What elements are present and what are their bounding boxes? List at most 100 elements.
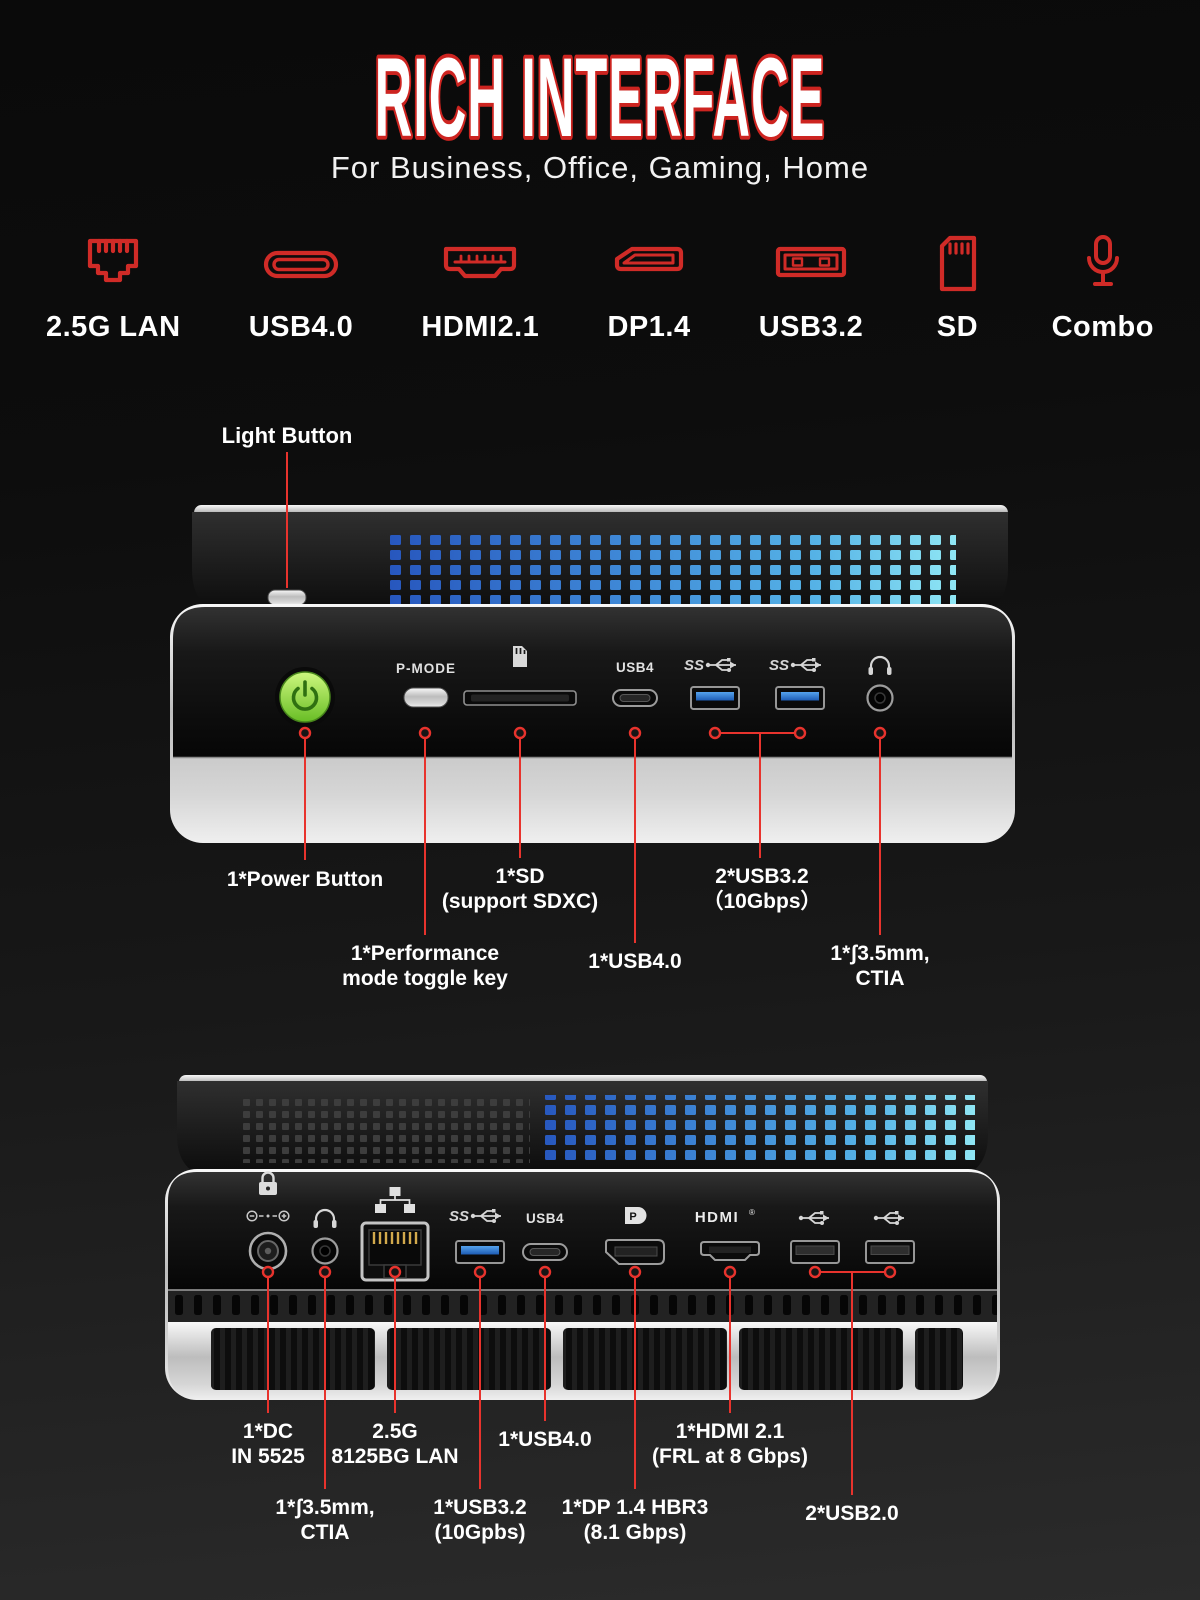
displayport-logo-icon: P bbox=[625, 1207, 647, 1224]
callout-line: (8.1 Gbps) bbox=[583, 1521, 687, 1544]
callout-performance-mode: 1*Performance mode toggle key bbox=[342, 941, 508, 991]
interface-usb4: USB4.0 bbox=[249, 232, 354, 344]
rear-vent-openings bbox=[211, 1328, 963, 1390]
callout-line: 1*DP 1.4 HBR3 bbox=[561, 1496, 709, 1519]
callout-line: （10Gbps） bbox=[702, 890, 822, 913]
displayport-port bbox=[605, 1239, 665, 1265]
usb-a-2-port bbox=[790, 1240, 840, 1264]
rear-vent-holes bbox=[240, 1097, 530, 1163]
power-button bbox=[275, 667, 335, 727]
ethernet-port bbox=[360, 1221, 430, 1282]
usb4-label: USB4 bbox=[526, 1211, 564, 1226]
superspeed-label: SS bbox=[769, 657, 789, 674]
interface-icon-row: 2.5G LAN USB4.0 HDMI2.1 bbox=[46, 232, 1154, 344]
superspeed-label: SS bbox=[449, 1208, 469, 1225]
callout-line: 2*USB2.0 bbox=[805, 1502, 899, 1525]
dp-logo-letter: P bbox=[629, 1211, 636, 1223]
title-banner: RICH INTERFACE bbox=[372, 38, 827, 156]
light-button-callout: Light Button bbox=[222, 423, 353, 448]
callout-rear-audio: 1*ʃ3.5mm, CTIA bbox=[275, 1495, 374, 1545]
sd-card-glyph-icon bbox=[513, 646, 527, 667]
usb-c-port-icon bbox=[263, 250, 339, 279]
callout-line: 1*USB4.0 bbox=[498, 1428, 592, 1451]
usb-c-port bbox=[612, 689, 658, 707]
dc-in-port bbox=[248, 1231, 288, 1271]
interface-label: DP1.4 bbox=[607, 311, 691, 343]
hdmi-logo: HDMI bbox=[695, 1209, 739, 1226]
callout-line: Light Button bbox=[221, 423, 353, 448]
callout-front-audio: 1*ʃ3.5mm, CTIA bbox=[830, 941, 929, 991]
microphone-icon bbox=[1086, 235, 1119, 286]
callout-line: mode toggle key bbox=[342, 967, 508, 990]
lan-port-icon bbox=[88, 238, 139, 283]
callout-line: 1*ʃ3.5mm, bbox=[830, 942, 930, 965]
audio-jack-port bbox=[866, 684, 894, 712]
callout-hdmi: 1*HDMI 2.1 (FRL at 8 Gbps) bbox=[652, 1419, 808, 1469]
callout-line: 1*Power Button bbox=[226, 868, 384, 891]
callout-line: 1*USB4.0 bbox=[588, 950, 682, 973]
kensington-lock-icon bbox=[259, 1171, 277, 1195]
usb-a-2-port bbox=[865, 1240, 915, 1264]
interface-usb32: USB3.2 bbox=[759, 232, 864, 344]
callout-line: 1*DC bbox=[242, 1420, 294, 1443]
usb-a-3-port bbox=[775, 686, 825, 710]
hdmi-port-icon bbox=[444, 246, 517, 279]
audio-jack-port bbox=[311, 1237, 339, 1265]
p-mode-label: P-MODE bbox=[396, 661, 456, 676]
callout-lan: 2.5G 8125BG LAN bbox=[331, 1419, 458, 1469]
front-panel bbox=[173, 607, 1012, 757]
callout-line: CTIA bbox=[855, 967, 905, 990]
superspeed-label: SS bbox=[684, 657, 704, 674]
interface-dp: DP1.4 bbox=[607, 232, 690, 344]
callout-rear-usb4: 1*USB4.0 bbox=[498, 1427, 591, 1452]
callout-line: 1*HDMI 2.1 bbox=[675, 1420, 785, 1443]
callout-line: (10Gpbs) bbox=[434, 1521, 526, 1544]
usb-a-3-port bbox=[690, 686, 740, 710]
interface-label: 2.5G LAN bbox=[46, 311, 181, 343]
usb-a-3-port bbox=[455, 1240, 505, 1264]
p-mode-button bbox=[403, 687, 449, 708]
hdmi-port bbox=[700, 1241, 760, 1261]
callout-dc-in: 1*DC IN 5525 bbox=[231, 1419, 305, 1469]
network-icon bbox=[375, 1187, 415, 1213]
displayport-icon bbox=[614, 246, 684, 272]
dc-polarity-icon bbox=[246, 1210, 290, 1222]
callout-front-usb4: 1*USB4.0 bbox=[588, 949, 681, 974]
interface-label: USB4.0 bbox=[248, 311, 354, 343]
rear-led-vent-grid bbox=[540, 1095, 975, 1165]
usb-c-port bbox=[522, 1243, 568, 1261]
front-led-vent-grid bbox=[390, 530, 956, 604]
callout-line: 1*SD bbox=[495, 865, 545, 888]
interface-label: USB3.2 bbox=[758, 311, 864, 343]
rear-panel bbox=[168, 1172, 997, 1290]
callout-line: 1*ʃ3.5mm, bbox=[275, 1496, 375, 1519]
front-device-render: P-MODE USB4 SS SS bbox=[170, 505, 1015, 843]
interface-label: Combo bbox=[1051, 311, 1154, 343]
callout-front-usb32: 2*USB3.2 （10Gbps） bbox=[702, 864, 821, 914]
interface-hdmi: HDMI2.1 bbox=[421, 232, 539, 344]
callout-line: CTIA bbox=[300, 1521, 350, 1544]
callout-line: (support SDXC) bbox=[441, 890, 599, 913]
sd-card-icon bbox=[940, 235, 977, 292]
callout-power-button: 1*Power Button bbox=[227, 867, 383, 892]
interface-label: HDMI2.1 bbox=[421, 311, 540, 343]
callout-rear-usb32: 1*USB3.2 (10Gpbs) bbox=[433, 1495, 526, 1545]
callout-line: 1*Performance bbox=[350, 942, 500, 965]
rear-device-render: SS USB4 P HDMI ® bbox=[165, 1075, 1000, 1400]
callout-dp: 1*DP 1.4 HBR3 (8.1 Gbps) bbox=[562, 1495, 709, 1545]
callout-line: 8125BG LAN bbox=[331, 1445, 459, 1468]
callout-sd-slot: 1*SD (support SDXC) bbox=[442, 864, 598, 914]
page-subtitle: For Business, Office, Gaming, Home bbox=[330, 150, 870, 185]
interface-combo: Combo bbox=[1052, 232, 1154, 344]
callout-line: IN 5525 bbox=[231, 1445, 305, 1468]
interface-lan: 2.5G LAN bbox=[46, 232, 181, 344]
callout-line: (FRL at 8 Gbps) bbox=[652, 1445, 808, 1468]
usb4-label: USB4 bbox=[616, 660, 654, 675]
callout-line: 2*USB3.2 bbox=[715, 865, 809, 888]
light-button bbox=[267, 589, 307, 606]
usb-a-port-icon bbox=[775, 246, 847, 278]
interface-sd: SD bbox=[931, 232, 983, 344]
page-title: RICH INTERFACE bbox=[375, 38, 826, 156]
callout-usb20: 2*USB2.0 bbox=[805, 1501, 898, 1526]
